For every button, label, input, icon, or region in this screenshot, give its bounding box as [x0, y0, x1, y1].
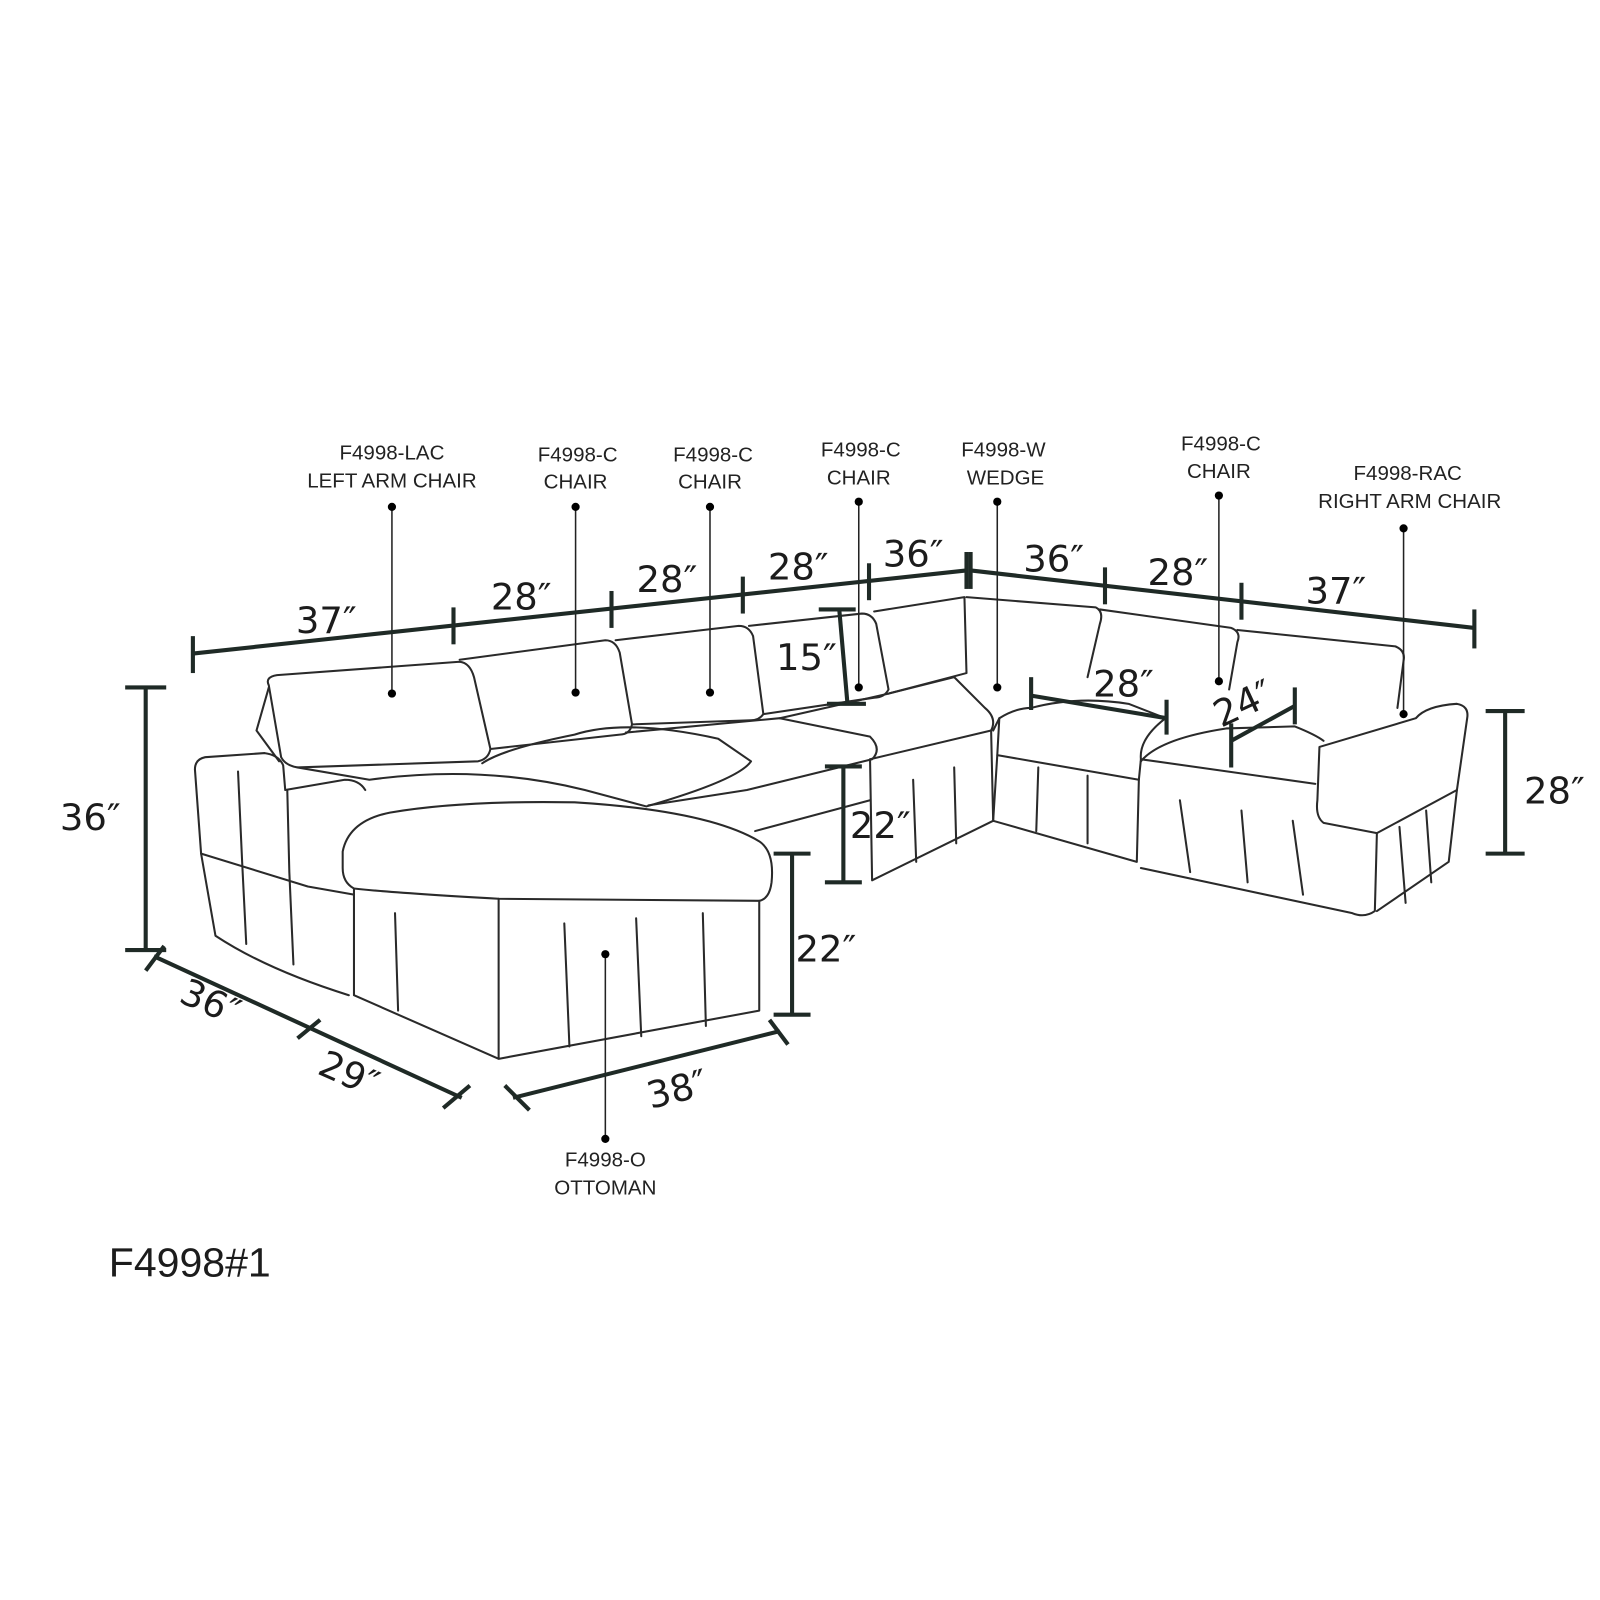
- part-name: CHAIR: [544, 470, 608, 493]
- dimension-line: [512, 1029, 781, 1100]
- dimension-line: [503, 1084, 531, 1112]
- dim-label: 22″: [850, 804, 911, 847]
- leader-dot: [993, 497, 1002, 506]
- dim-label: 15″: [776, 636, 837, 679]
- leader-dot: [1214, 491, 1223, 500]
- dimension-line: [144, 944, 166, 972]
- dimension-line: [1230, 704, 1296, 743]
- leader-dot: [854, 497, 863, 506]
- leader-dot: [601, 950, 610, 959]
- dimension-line: [837, 609, 850, 705]
- part-name: OTTOMAN: [554, 1176, 656, 1199]
- dim-label: 36″: [1023, 537, 1084, 580]
- part-code: F4998-RAC: [1354, 462, 1463, 485]
- sofa-outline: [193, 596, 1469, 1060]
- dim-label: 37″: [1305, 569, 1366, 612]
- dim-label: 28″: [1147, 551, 1208, 594]
- dim-label: 28″: [637, 558, 698, 601]
- part-code: F4998-C: [1181, 432, 1261, 455]
- leader-dot: [1214, 677, 1223, 686]
- dimension-line: [441, 1083, 472, 1110]
- dim-label: 28″: [1093, 663, 1154, 706]
- leader-dot: [601, 1134, 610, 1143]
- part-name: WEDGE: [967, 466, 1045, 489]
- part-name: RIGHT ARM CHAIR: [1318, 490, 1501, 513]
- leader-dot: [854, 683, 863, 692]
- part-code: F4998-C: [821, 439, 901, 462]
- part-name: CHAIR: [827, 466, 891, 489]
- dimension-line: [1030, 693, 1167, 721]
- leader-dot: [705, 688, 715, 697]
- leader-dot: [571, 502, 580, 511]
- part-code: F4998-O: [565, 1149, 646, 1172]
- part-name: LEFT ARM CHAIR: [307, 469, 476, 492]
- leader-dot: [387, 689, 397, 698]
- dim-label: 36″: [60, 796, 121, 839]
- part-code: F4998-W: [961, 439, 1046, 462]
- dim-label: 36″: [174, 970, 247, 1034]
- leader-dot: [1399, 524, 1408, 533]
- dimension-line: [153, 954, 463, 1100]
- dim-label: 37″: [296, 599, 357, 642]
- dim-label: 36″: [883, 532, 944, 575]
- part-name: CHAIR: [678, 470, 742, 493]
- part-name: CHAIR: [1187, 460, 1251, 483]
- leader-dot: [993, 683, 1002, 692]
- dimension-line: [296, 1018, 322, 1040]
- model-title: F4998#1: [109, 1239, 271, 1285]
- leader-dot: [387, 502, 397, 511]
- dim-label: 22″: [796, 927, 857, 970]
- dimension-lines: [125, 551, 1525, 1112]
- dim-label: 38″: [642, 1061, 711, 1117]
- dim-label: 29″: [312, 1042, 385, 1106]
- dimension-line: [192, 568, 967, 656]
- part-code: F4998-C: [538, 444, 618, 467]
- leader-dot: [571, 688, 580, 697]
- leader-dot: [705, 502, 715, 511]
- dim-label: 28″: [768, 546, 829, 589]
- leader-dot: [1399, 709, 1408, 719]
- dimension-line: [970, 568, 1475, 630]
- part-code: F4998-C: [673, 444, 753, 467]
- dim-label: 28″: [491, 575, 552, 618]
- dimension-labels: 37″ 28″ 28″ 28″ 36″ 36″ 28″ 37″ 36″ 28″ 15″ 22″ 22″ 3…: [60, 532, 1585, 1117]
- dimension-line: [767, 1018, 790, 1046]
- part-code: F4998-LAC: [339, 442, 444, 465]
- part-labels: F4998-LAC LEFT ARM CHAIR F4998-C CHAIR F4998…: [307, 432, 1501, 1199]
- dim-label: 28″: [1524, 769, 1585, 812]
